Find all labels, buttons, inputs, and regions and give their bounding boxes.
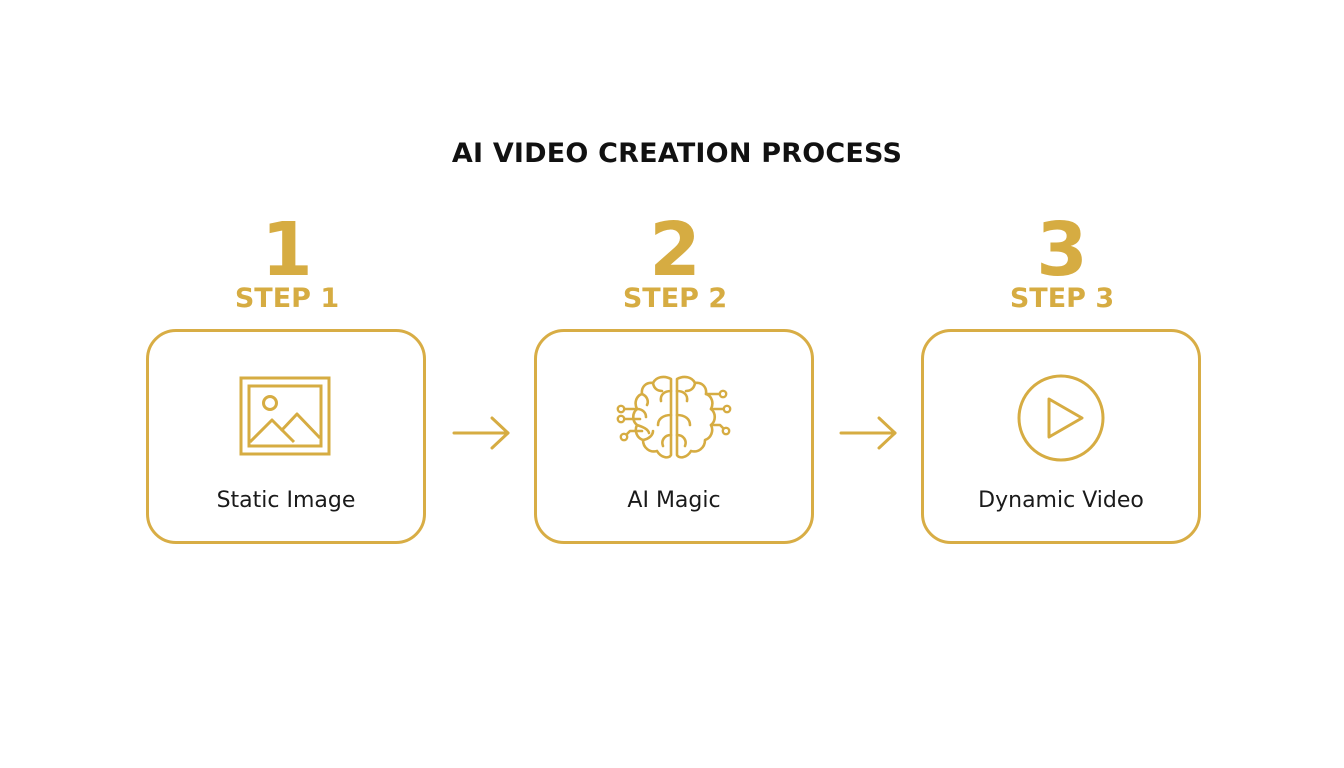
step-3-label: STEP 3 [1009, 283, 1115, 314]
step-3-box: Dynamic Video [921, 329, 1201, 544]
step-1-box: Static Image [146, 329, 426, 544]
brain-circuit-icon [537, 368, 811, 468]
diagram-title: AI VIDEO CREATION PROCESS [451, 138, 903, 169]
step-2-label: STEP 2 [622, 283, 728, 314]
image-icon [149, 368, 423, 468]
step-1-label: STEP 1 [234, 283, 340, 314]
step-2-box: AI Magic [534, 329, 814, 544]
step-3-caption: Dynamic Video [978, 488, 1144, 513]
step-1-number: 1 [261, 207, 313, 293]
step-1-caption: Static Image [216, 488, 356, 513]
step-2-caption: AI Magic [627, 488, 721, 513]
arrow-right-icon [839, 416, 897, 450]
play-icon [924, 368, 1198, 468]
arrow-right-icon [452, 416, 510, 450]
step-3-number: 3 [1036, 207, 1088, 293]
step-2-number: 2 [649, 207, 701, 293]
